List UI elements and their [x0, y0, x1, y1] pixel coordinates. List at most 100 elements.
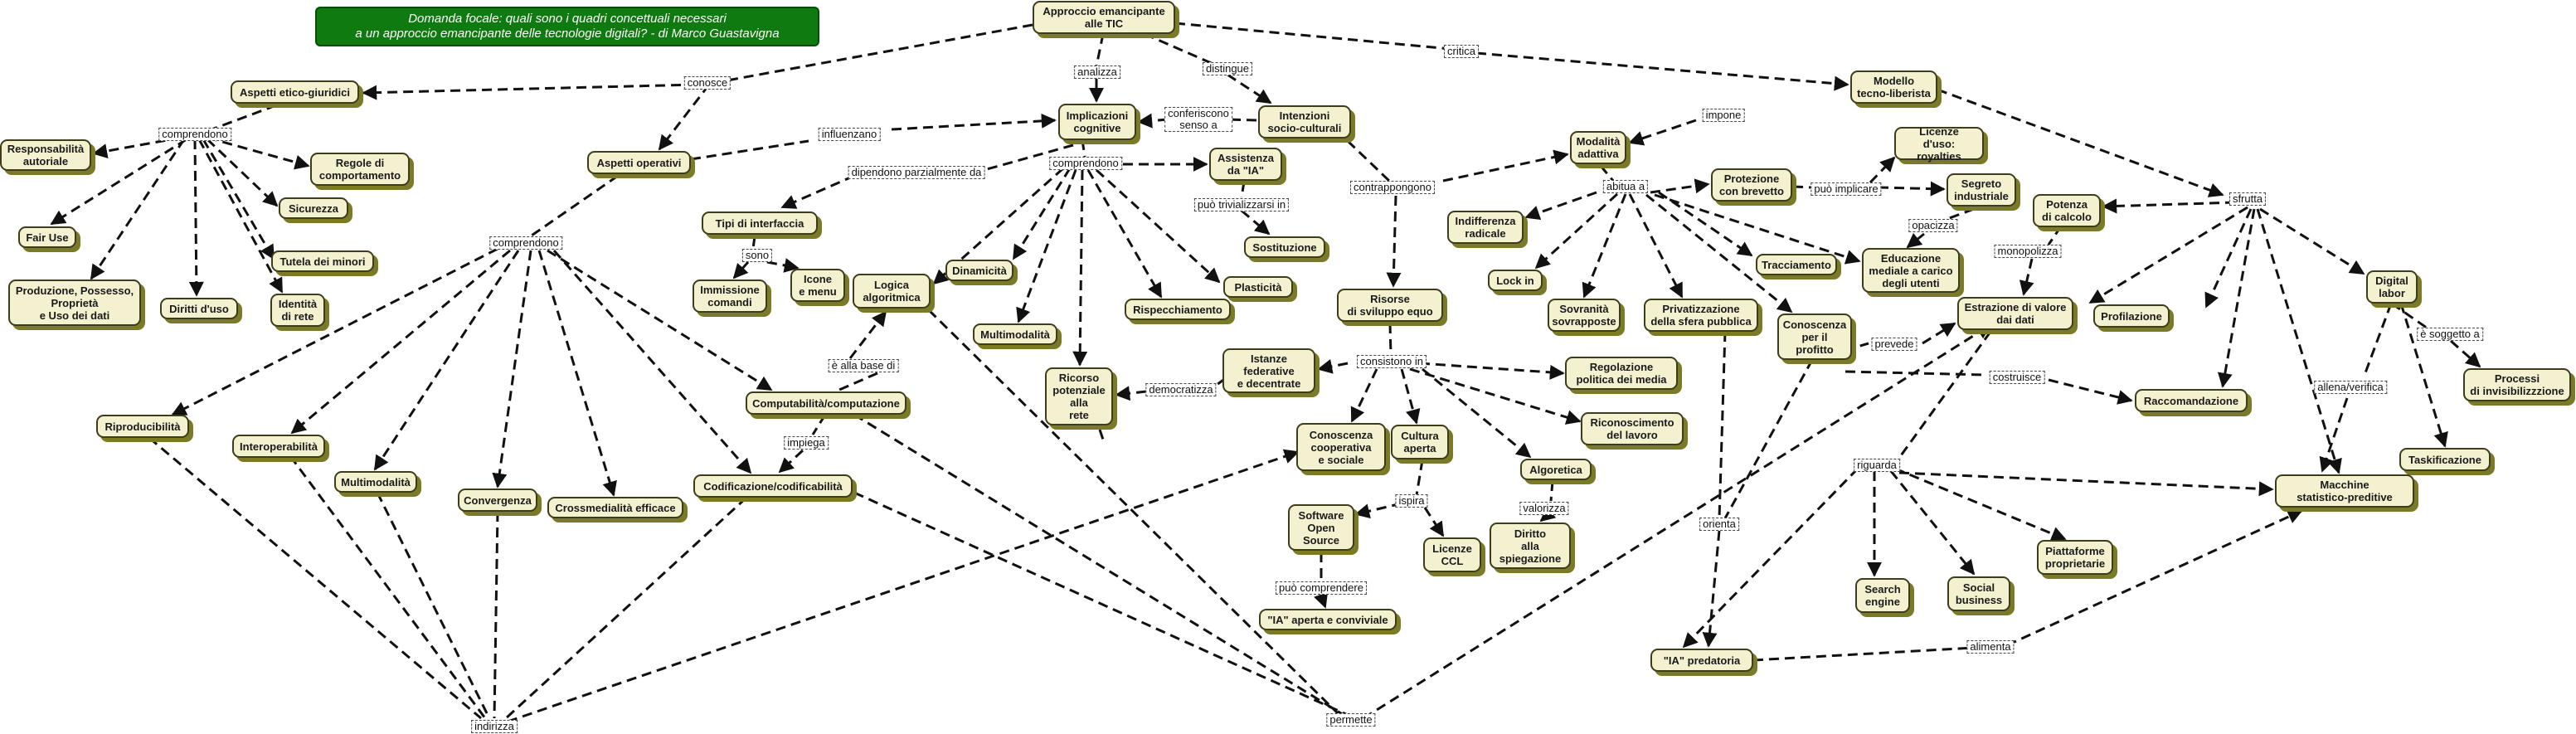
node-assistenza-ia[interactable]: Assistenza da "IA": [1209, 148, 1282, 181]
connector-line: [2399, 303, 2448, 448]
node-riconoscimento-lavoro[interactable]: Riconoscimento del lavoro: [1581, 412, 1684, 445]
connector-line: [1386, 195, 1402, 288]
connector-line: [853, 491, 1349, 717]
connector-line: [1539, 506, 1557, 523]
node-algoretica[interactable]: Algoretica: [1520, 459, 1592, 480]
connector-line: [1415, 459, 1424, 496]
node-processi-invisibilizzazione[interactable]: Processi di invisibilizzzione: [2463, 368, 2571, 401]
node-potenza-calcolo[interactable]: Potenza di calcolo: [2033, 194, 2101, 227]
connector-line: [1422, 367, 1532, 459]
connector-line: [778, 449, 804, 474]
node-multimodalita-operativi[interactable]: Multimodalità: [334, 471, 417, 493]
node-interoperabilita[interactable]: Interoperabilità: [232, 435, 325, 458]
node-sovranita-sovrapposte[interactable]: Sovranità sovrapposte: [1548, 299, 1621, 332]
node-convergenza[interactable]: Convergenza: [458, 489, 537, 512]
node-ricorso-rete[interactable]: Ricorso potenziale alla rete: [1045, 367, 1113, 425]
connector-line: [838, 372, 878, 391]
node-identita-rete[interactable]: Identità di rete: [270, 294, 325, 327]
connector-line: [2391, 302, 2431, 332]
node-profilazione[interactable]: Profilazione: [2093, 304, 2170, 328]
node-fair-use[interactable]: Fair Use: [18, 226, 76, 248]
node-ia-predatoria[interactable]: "IA" predatoria: [1650, 649, 1753, 672]
node-sicurezza[interactable]: Sicurezza: [279, 197, 348, 219]
node-approccio-emancipante[interactable]: Approccio emancipante alle TIC: [1033, 1, 1175, 34]
node-software-open-source[interactable]: Software Open Source: [1288, 504, 1354, 551]
node-tipi-interfaccia[interactable]: Tipi di interfaccia: [702, 211, 818, 235]
node-social-business[interactable]: Social business: [1947, 576, 2010, 611]
node-immissione-comandi[interactable]: Immissione comandi: [693, 280, 767, 313]
node-estrazione-valore[interactable]: Estrazione di valore dai dati: [1957, 297, 2073, 330]
label-orienta: orienta: [1699, 518, 1739, 531]
node-logica-algoritmica[interactable]: Logica algoritmica: [853, 274, 931, 309]
node-crossmedialita[interactable]: Crossmedialità efficace: [547, 497, 683, 518]
node-search-engine[interactable]: Search engine: [1855, 578, 1910, 613]
node-educazione-mediale[interactable]: Educazione mediale a carico degli utenti: [1862, 248, 1960, 293]
node-modalita-adattiva[interactable]: Modalità adattiva: [1570, 131, 1626, 164]
node-intenzioni-socio-culturali[interactable]: Intenzioni socio-culturali: [1258, 105, 1351, 139]
node-istanze-federative[interactable]: Istanze federative e decentrate: [1222, 348, 1315, 393]
label-allena-verifica: allena/verifica: [2314, 381, 2387, 394]
connector-line: [1702, 530, 1721, 648]
node-diritti-uso[interactable]: Diritti d'uso: [160, 298, 238, 319]
connector-line: [1752, 646, 1975, 662]
node-aspetti-operativi[interactable]: Aspetti operativi: [587, 151, 691, 174]
node-plasticita[interactable]: Plasticità: [1223, 276, 1293, 298]
node-taskificazione[interactable]: Taskificazione: [2399, 448, 2491, 471]
node-licenze-ccl[interactable]: Licenze CCL: [1423, 537, 1481, 572]
connector-line: [2088, 206, 2248, 304]
node-piattaforme-proprietarie[interactable]: Piattaforme proprietarie: [2037, 540, 2113, 575]
node-computabilita[interactable]: Computabilità/computazione: [746, 391, 906, 415]
connector-line: [493, 511, 499, 719]
node-icone-menu[interactable]: Icone e menu: [790, 269, 845, 302]
node-privatizzazione[interactable]: Privatizzazione della sfera pubblica: [1644, 299, 1758, 332]
node-protezione-brevetto[interactable]: Protezione con brevetto: [1711, 168, 1792, 202]
connector-line: [1922, 322, 1956, 345]
node-raccomandazione[interactable]: Raccomandazione: [2135, 389, 2248, 412]
node-tracciamento[interactable]: Tracciamento: [1756, 254, 1837, 275]
node-conoscenza-profitto[interactable]: Conoscenza per il profitto: [1777, 314, 1852, 360]
node-riproducibilita[interactable]: Riproducibilità: [96, 415, 189, 438]
connector-line: [766, 258, 800, 273]
label-puo-comprendere: può comprendere: [1276, 581, 1367, 595]
connector-line: [1095, 168, 1221, 284]
connector-line: [148, 436, 482, 720]
node-segreto-industriale[interactable]: Segreto industriale: [1947, 173, 2016, 207]
connector-line: [891, 113, 1057, 131]
node-diritto-spiegazione[interactable]: Diritto alla spiegazione: [1490, 523, 1571, 569]
node-responsabilita-autoriale[interactable]: Responsabilità autoriale: [0, 139, 91, 171]
node-rispecchiamento[interactable]: Rispecchiamento: [1125, 299, 1231, 320]
connector-line: [780, 174, 855, 209]
node-digital-labor[interactable]: Digital labor: [2366, 270, 2418, 304]
node-licenze-royalties[interactable]: Licenze d'uso: royalties: [1894, 125, 1984, 163]
node-sostituzione[interactable]: Sostituzione: [1244, 236, 1325, 258]
node-aspetti-etico-giuridici[interactable]: Aspetti etico-giuridici: [231, 80, 359, 104]
connector-line: [690, 139, 809, 161]
node-conoscenza-cooperativa[interactable]: Conoscenza cooperativa e sociale: [1296, 423, 1386, 471]
connector-line: [1682, 467, 1859, 649]
node-regole-comportamento[interactable]: Regole di comportamento: [310, 153, 410, 186]
node-tutela-minori[interactable]: Tutela dei minori: [271, 250, 374, 272]
node-multimodalita-cognitive[interactable]: Multimodalità: [973, 323, 1057, 345]
node-macchine-statistico-preditive[interactable]: Macchine statistico-preditive: [2275, 474, 2414, 508]
label-sono: sono: [741, 249, 773, 262]
connector-line: [927, 309, 1341, 717]
connector-line: [373, 250, 520, 471]
connector-line: [197, 139, 284, 294]
node-implicazioni-cognitive[interactable]: Implicazioni cognitive: [1058, 104, 1136, 140]
connector-line: [2019, 258, 2034, 296]
label-permette: permette: [1326, 713, 1376, 727]
node-lock-in[interactable]: Lock in: [1488, 270, 1543, 291]
connector-line: [1350, 368, 1378, 423]
node-produzione-possesso[interactable]: Produzione, Possesso, Proprietà e Uso de…: [8, 280, 141, 326]
connector-line: [848, 310, 887, 359]
node-regolazione-politica[interactable]: Regolazione politica dei media: [1565, 357, 1678, 390]
node-cultura-aperta[interactable]: Cultura aperta: [1391, 425, 1449, 459]
node-modello-tecno-liberista[interactable]: Modello tecno-liberista: [1850, 70, 1937, 104]
node-dinamicita[interactable]: Dinamicità: [945, 260, 1013, 281]
node-risorse-sviluppo-equo[interactable]: Risorse di sviluppo equo: [1337, 289, 1443, 322]
node-ia-aperta-conviviale[interactable]: "IA" aperta e conviviale: [1259, 609, 1397, 630]
node-codificazione[interactable]: Codificazione/codificabilità: [693, 474, 853, 498]
connector-line: [751, 236, 756, 250]
node-indifferenza-radicale[interactable]: Indifferenza radicale: [1447, 211, 1524, 244]
